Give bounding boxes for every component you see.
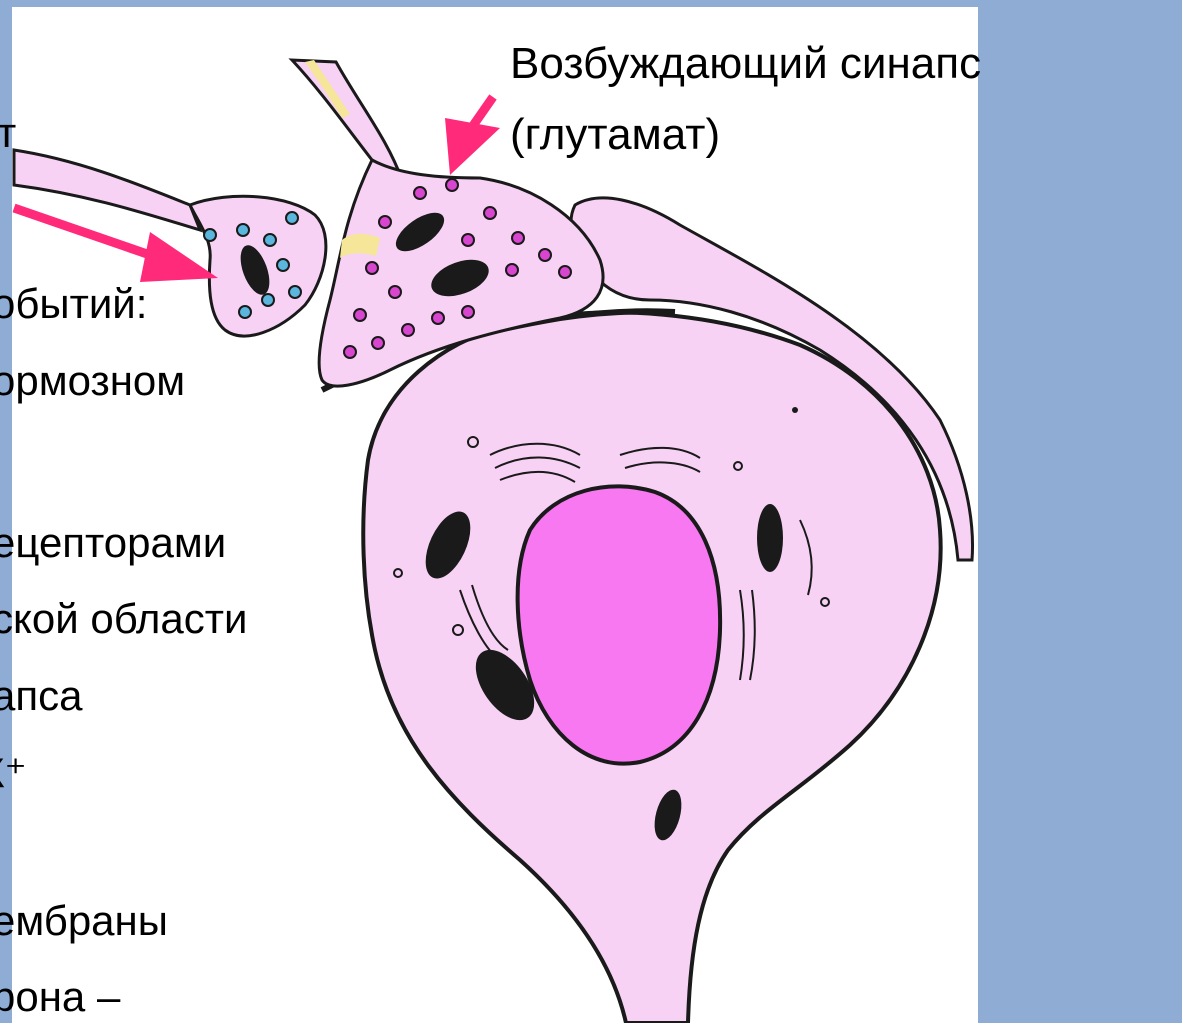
vesicle bbox=[237, 224, 249, 236]
vesicle bbox=[484, 207, 496, 219]
organelle-dot bbox=[792, 407, 798, 413]
vesicle bbox=[372, 337, 384, 349]
vesicle bbox=[366, 262, 378, 274]
body-text-line: ембраны bbox=[0, 900, 168, 942]
body-text-line: апса bbox=[0, 675, 82, 717]
vesicle bbox=[289, 286, 301, 298]
mitochondrion bbox=[757, 504, 783, 572]
vesicle bbox=[414, 187, 426, 199]
vesicle bbox=[506, 264, 518, 276]
excitatory-axon bbox=[292, 60, 402, 180]
vesicle bbox=[462, 306, 474, 318]
vesicle bbox=[344, 346, 356, 358]
vesicle bbox=[262, 294, 274, 306]
body-text-line: ецепторами bbox=[0, 522, 226, 564]
vesicle bbox=[264, 234, 276, 246]
vesicle bbox=[539, 249, 551, 261]
vesicle bbox=[559, 266, 571, 278]
body-text-line: К⁺ bbox=[0, 752, 27, 794]
right-frame-band bbox=[978, 0, 1182, 1023]
arrow-to-excitatory-synapse bbox=[445, 97, 500, 175]
vesicle bbox=[354, 309, 366, 321]
vesicle bbox=[379, 216, 391, 228]
body-text-line: т bbox=[0, 112, 16, 154]
excitatory-synapse-label: Возбуждающий синапс bbox=[510, 42, 981, 86]
vesicle bbox=[239, 306, 251, 318]
vesicle bbox=[389, 286, 401, 298]
vesicle bbox=[286, 212, 298, 224]
body-text-line: обытий: bbox=[0, 283, 147, 325]
vesicle bbox=[462, 234, 474, 246]
body-text-line: ской области bbox=[0, 598, 247, 640]
vesicle bbox=[446, 179, 458, 191]
glutamate-label: (глутамат) bbox=[510, 113, 720, 157]
vesicle bbox=[432, 312, 444, 324]
body-text-line: рона – bbox=[0, 976, 120, 1018]
vesicle bbox=[277, 259, 289, 271]
body-text-line: ормозном bbox=[0, 360, 185, 402]
vesicle bbox=[512, 232, 524, 244]
vesicle bbox=[204, 229, 216, 241]
vesicle bbox=[402, 324, 414, 336]
